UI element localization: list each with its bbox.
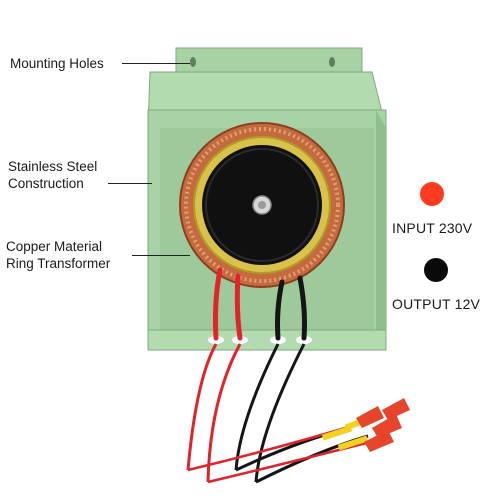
legend-input: INPUT 230V (392, 182, 472, 236)
callout-transformer: Copper Material Ring Transformer (6, 238, 110, 272)
wire-nut (364, 430, 394, 452)
black-wire (275, 279, 285, 341)
housing-side (376, 110, 386, 350)
legend-output-label: OUTPUT 12V (392, 296, 481, 312)
callout-text: Mounting Holes (10, 56, 104, 71)
mounting-hole-right (329, 57, 335, 67)
mounting-hole-left (190, 57, 196, 67)
red-lead (206, 343, 242, 483)
output-dot (424, 258, 449, 282)
leader-line (122, 63, 190, 64)
legend-output: OUTPUT 12V (392, 258, 480, 312)
housing-ledge (147, 329, 387, 351)
wire-nut (356, 406, 384, 428)
red-wire (234, 273, 243, 341)
red-wire (213, 267, 223, 341)
callout-text: Ring Transformer (6, 256, 111, 271)
callout-construction: Stainless Steel Construction (8, 158, 97, 192)
callout-text: Construction (8, 176, 84, 191)
red-lead (186, 343, 218, 471)
input-dot (420, 182, 445, 206)
yellow-sleeve (321, 425, 353, 441)
callout-text: Copper Material (6, 239, 103, 254)
leader-line (132, 255, 190, 256)
legend-input-label: INPUT 230V (392, 220, 473, 236)
callout-text: Stainless Steel (8, 159, 98, 174)
copper-windings (184, 127, 340, 283)
black-wire (297, 275, 307, 341)
wire-nut (372, 414, 402, 438)
wire-nut (382, 398, 410, 420)
black-lead (234, 343, 280, 471)
callout-mounting-holes: Mounting Holes (10, 55, 104, 72)
leader-line (108, 183, 152, 184)
yellow-sleeve (337, 435, 369, 451)
